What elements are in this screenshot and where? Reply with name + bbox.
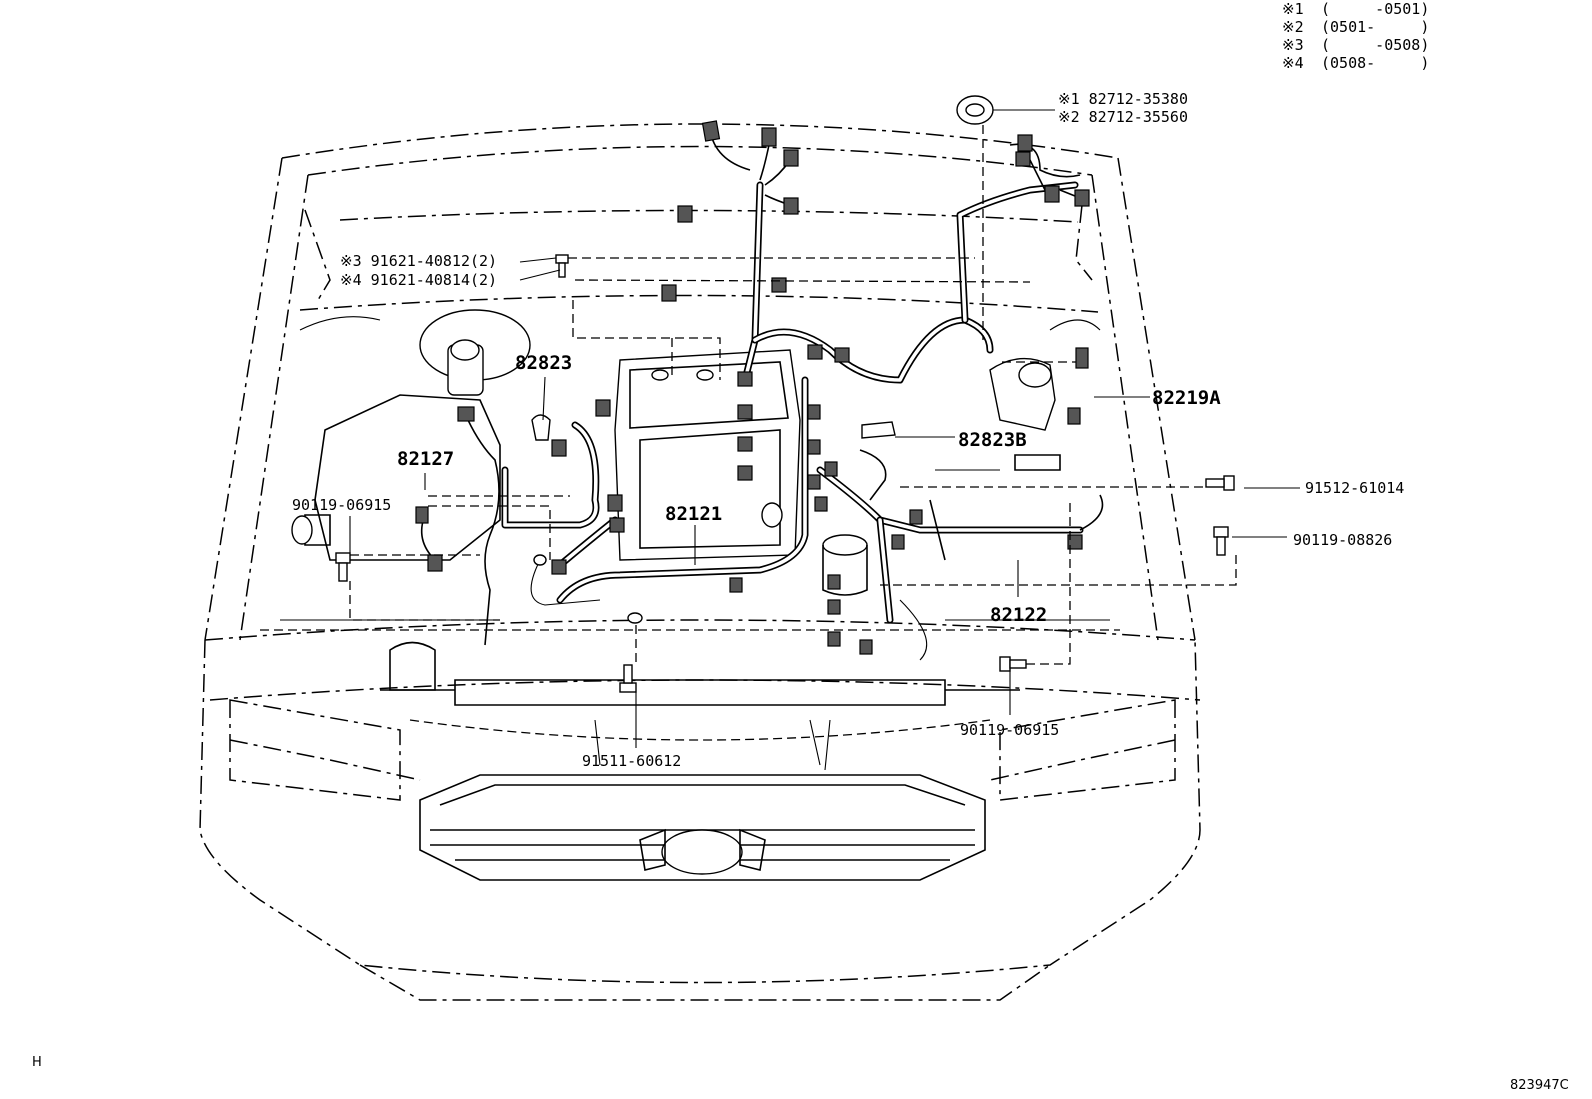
legend-mark-3: ※3 [1282, 36, 1304, 54]
bolt-91511-60612 [619, 664, 637, 693]
label-part-82122: 82122 [990, 604, 1047, 626]
figure-id: 823947C [1510, 1078, 1569, 1093]
label-part-82219a: 82219A [1152, 387, 1221, 409]
clip-82823b [861, 421, 896, 439]
legend-range-3: ( -0508) [1321, 36, 1429, 54]
leader-lines [349, 109, 1300, 748]
clip-82823 [531, 414, 551, 441]
bolt-90119-06915-left [335, 552, 351, 582]
legend-range-2: (0501- ) [1321, 18, 1429, 36]
legend: ※1 ( -0501) ※2 (0501- ) ※3 ( -0508) ※4 (… [1282, 0, 1429, 72]
vehicle-body-outline [199, 123, 1201, 1001]
bolt-91512-61014 [1205, 475, 1235, 491]
bolt-90119-08826 [1213, 526, 1229, 556]
label-bolt-91512-61014: 91512-61014 [1305, 479, 1404, 497]
label-bolt-91511-60612: 91511-60612 [582, 752, 681, 770]
bolt-91621 [555, 254, 569, 278]
label-bolt-91621-40814: ※4 91621-40814(2) [340, 271, 497, 289]
label-part-82121: 82121 [665, 503, 722, 525]
label-bolt-90119-08826: 90119-08826 [1293, 531, 1392, 549]
label-part-82127: 82127 [397, 448, 454, 470]
corner-marker: H [32, 1055, 42, 1070]
legend-mark-2: ※2 [1282, 18, 1304, 36]
bolt-90119-06915-right [999, 656, 1027, 672]
label-bolt-90119-06915-right: 90119-06915 [960, 721, 1059, 739]
label-grommet-82712-35560: ※2 82712-35560 [1058, 108, 1188, 126]
label-bolt-91621-40812: ※3 91621-40812(2) [340, 252, 497, 270]
label-grommet-82712-35380: ※1 82712-35380 [1058, 90, 1188, 108]
legend-range-1: ( -0501) [1321, 0, 1429, 18]
legend-mark-1: ※1 [1282, 0, 1304, 18]
engine-intake [614, 349, 801, 561]
connectors [415, 120, 1090, 655]
engine-bay-components [280, 309, 1110, 691]
label-bolt-90119-06915-left: 90119-06915 [292, 496, 391, 514]
air-cleaner [314, 394, 501, 561]
label-part-82823: 82823 [515, 352, 572, 374]
callout-labels: ※1 82712-35380 ※2 82712-35560 ※3 91621-4… [292, 90, 1404, 770]
legend-mark-4: ※4 [1282, 54, 1304, 72]
fasteners [335, 95, 1235, 693]
legend-range-4: (0508- ) [1321, 54, 1429, 72]
label-part-82823b: 82823B [958, 429, 1027, 451]
